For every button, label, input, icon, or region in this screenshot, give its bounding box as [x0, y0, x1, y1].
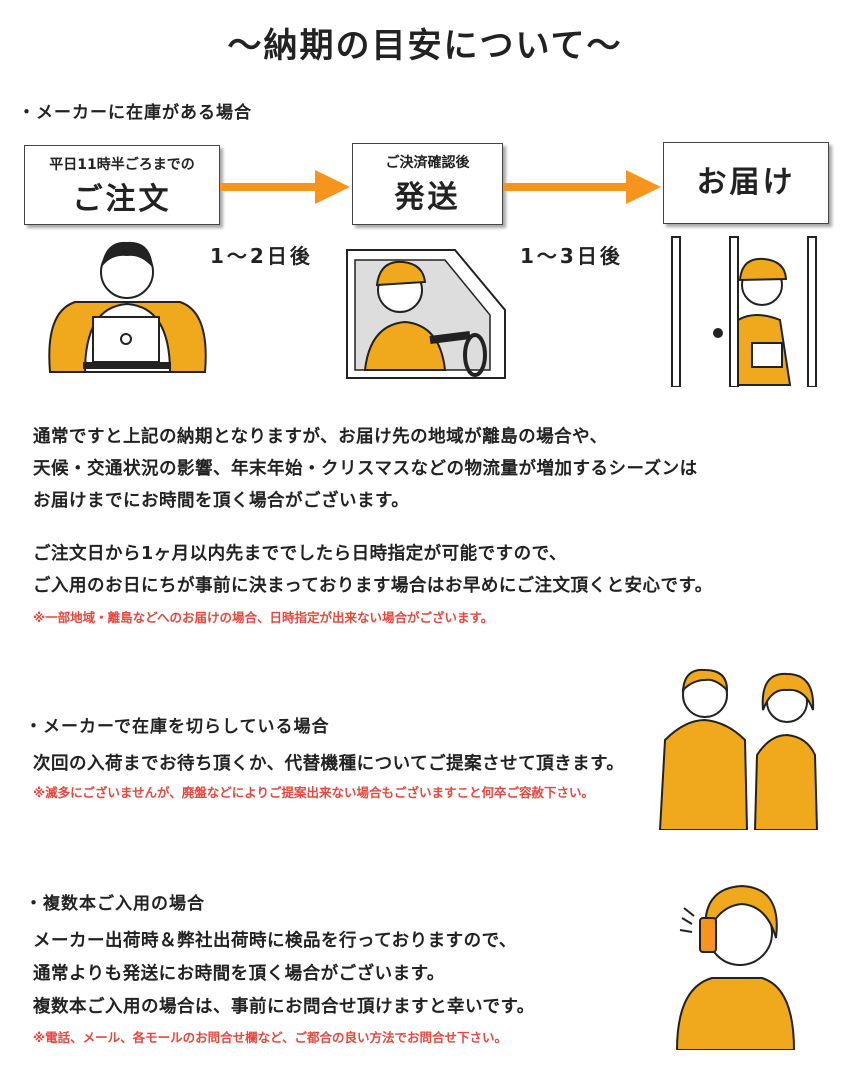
section1-note: ※一部地域・離島などへのお届けの場合、日時指定が出来ない場合がございます。 — [33, 610, 494, 625]
section2-note: ※滅多にございませんが、廃盤などによりご提案出来ない場合もございますこと何卒ご容… — [33, 785, 595, 800]
step-order-box: 平日11時半ごろまでの ご注文 — [24, 145, 220, 225]
text-line: 通常よりも発送にお時間を頂く場合がございます。 — [33, 964, 445, 984]
step-order-sub: 平日11時半ごろまでの — [49, 157, 195, 173]
text-line: ご注文日から1ヶ月以内先まででしたら日時指定が可能ですので、 — [33, 544, 567, 564]
step-ship-box: ご決済確認後 発送 — [352, 143, 503, 225]
section3-heading: ・複数本ご入用の場合 — [25, 894, 205, 914]
section3-note: ※電話、メール、各モールのお問合せ欄など、ご都合の良い方法でお問合せ下さい。 — [33, 1030, 508, 1045]
section3-body: メーカー出荷時＆弊社出荷時に検品を行っておりますので、 通常よりも発送にお時間を… — [33, 925, 535, 1024]
text-line: 天候・交通状況の影響、年末年始・クリスマスなどの物流量が増加するシーズンは — [33, 459, 698, 479]
text-line: メーカー出荷時＆弊社出荷時に検品を行っておりますので、 — [33, 931, 517, 951]
delivery-at-door-illustration — [671, 236, 817, 387]
woman-on-phone-illustration — [675, 884, 796, 1050]
section2-heading: ・メーカーで在庫を切らしている場合 — [25, 717, 330, 737]
driver-illustration — [346, 249, 506, 379]
step-deliver-label: お届け — [696, 165, 796, 200]
arrow-icon — [220, 170, 350, 204]
section1-heading: ・メーカーに在庫がある場合 — [18, 103, 252, 123]
bowing-staff-illustration — [658, 668, 819, 830]
customer-laptop-illustration — [48, 241, 207, 373]
step-ship-sub: ご決済確認後 — [385, 155, 470, 171]
step-ship-label: 発送 — [394, 180, 461, 215]
section1-paragraph: 通常ですと上記の納期となりますが、お届け先の地域が離島の場合や、 天候・交通状況… — [33, 421, 698, 517]
step-order-label: ご注文 — [72, 182, 172, 217]
text-line: 複数本ご入用の場合は、事前にお問合せ頂けますと幸いです。 — [33, 997, 535, 1017]
page-title: 〜納期の目安について〜 — [227, 26, 623, 66]
section1-paragraph2: ご注文日から1ヶ月以内先まででしたら日時指定が可能ですので、 ご入用のお日にちが… — [33, 538, 713, 602]
section2-body: 次回の入荷までお待ち頂くか、代替機種についてご提案させて頂きます。 — [33, 754, 625, 774]
interval-label: 1〜2日後 — [210, 244, 313, 268]
arrow-icon — [503, 170, 661, 204]
text-line: 通常ですと上記の納期となりますが、お届け先の地域が離島の場合や、 — [33, 427, 608, 447]
text-line: お届けまでにお時間を頂く場合がございます。 — [33, 491, 410, 511]
interval-label: 1〜3日後 — [520, 244, 623, 268]
step-deliver-box: お届け — [663, 142, 829, 224]
text-line: ご入用のお日にちが事前に決まっております場合はお早めにご注文頂くと安心です。 — [33, 576, 713, 596]
